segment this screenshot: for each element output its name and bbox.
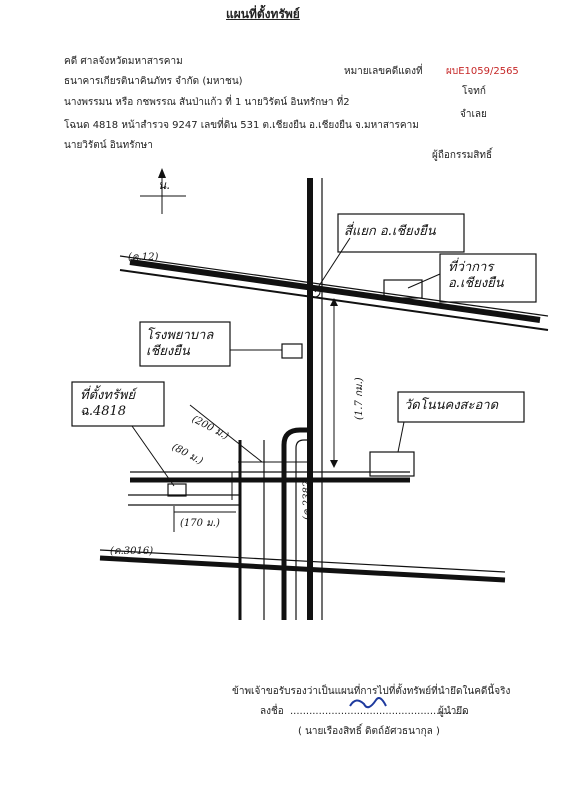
road-top-label: (ค.12) — [128, 252, 159, 263]
road-curve — [281, 427, 310, 620]
road-soi-vertical — [238, 440, 265, 620]
junction-callout-box — [337, 213, 465, 253]
plaintiff-name: ธนาคารเกียรตินาคินภัทร จำกัด (มหาชน) — [64, 76, 243, 87]
case-court: คดี ศาลจังหวัดมหาสารคาม — [64, 56, 183, 67]
distance-1-7km: (1.7 กม.) — [354, 377, 365, 420]
road-soi-property — [128, 494, 240, 506]
north-label: น. — [158, 178, 171, 192]
junction-pointer — [314, 237, 351, 293]
road-vertical-label: (ค.2382) — [302, 476, 313, 520]
signature-mark — [349, 697, 387, 709]
road-bottom-label: (ค.3016) — [110, 546, 154, 557]
case-number-value: ผบE1059/2565 — [446, 66, 519, 77]
road-bottom — [99, 549, 506, 583]
junction-label: สี่แยก อ.เชียงยืน — [344, 224, 436, 239]
hospital-callout-box — [139, 321, 231, 367]
owner-name: นายวิรัตน์ อินทรักษา — [64, 140, 153, 151]
district-office-label: ที่ว่าการ อ.เชียงยืน — [448, 260, 504, 291]
property-marker — [167, 483, 187, 497]
hospital-building — [281, 343, 303, 359]
distance-170m: (170 ม.) — [180, 518, 220, 529]
district-office-building — [383, 279, 423, 299]
north-arrow-icon — [140, 168, 186, 214]
road-soi-horizontal — [130, 471, 410, 483]
district-office-callout-box — [439, 253, 537, 303]
signer-name: ( นายเรืองสิทธิ์ ดิตถ์อัศวธนากุล ) — [298, 726, 440, 737]
document-title: แผนที่ตั้งทรัพย์ — [226, 7, 300, 21]
case-number-label: หมายเลขคดีแดงที่ — [344, 66, 423, 77]
hospital-label: โรงพยาบาล เชียงยืน — [146, 328, 214, 359]
defendant-role: จำเลย — [460, 109, 487, 120]
property-label: ที่ตั้งทรัพย์ ฉ.4818 — [80, 388, 136, 419]
road-vertical-main — [307, 178, 323, 620]
property-callout-box — [71, 381, 165, 427]
defendant-names: นางพรรมน หรือ กชพรรณ สันป่าแก้ว ที่ 1 นา… — [64, 97, 350, 108]
certify-text: ข้าพเจ้าขอรับรองว่าเป็นแผนที่การไปที่ตั้… — [232, 686, 511, 697]
sign-suffix: ผู้นำยึด — [438, 706, 469, 717]
deed-info: โฉนด 4818 หน้าสำรวจ 9247 เลขที่ดิน 531 ต… — [64, 120, 419, 131]
plaintiff-role: โจทก์ — [462, 86, 486, 97]
owner-role: ผู้ถือกรรมสิทธิ์ — [432, 150, 493, 161]
junction-icon — [309, 286, 321, 298]
sign-prefix: ลงชื่อ — [260, 706, 284, 717]
temple-building — [369, 451, 415, 477]
temple-callout-box — [397, 391, 525, 423]
temple-label: วัดโนนคงสะอาด — [404, 398, 499, 413]
